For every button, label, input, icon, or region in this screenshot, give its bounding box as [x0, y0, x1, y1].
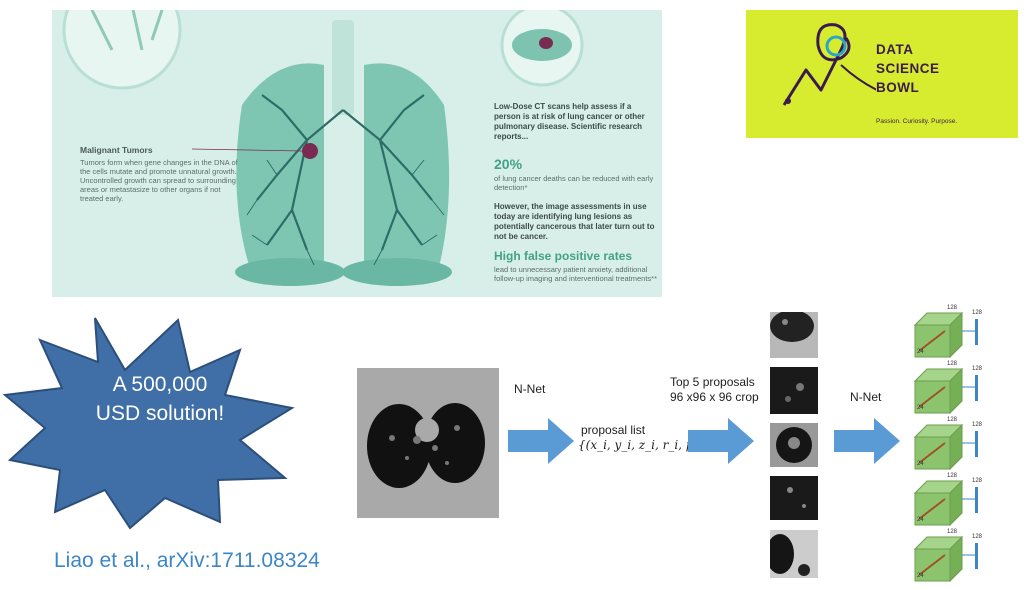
cube-icon: [913, 479, 978, 527]
stat-20-description: of lung cancer deaths can be reduced wit…: [494, 174, 654, 192]
however-text: However, the image assessments in use to…: [494, 202, 655, 241]
crop-thumbnail: [770, 367, 818, 414]
arrow-right-icon: [688, 418, 754, 464]
cube-dim-top: 128: [947, 305, 958, 311]
cube-dim-side: 24: [917, 349, 924, 355]
cube-dim-right: 128: [972, 478, 983, 484]
feature-block: 128 128 24: [905, 361, 1020, 416]
output-feature-blocks: 128 128 24 128 128 24 128 128 24: [905, 305, 1020, 585]
nnet-label-2: N-Net: [850, 390, 882, 404]
stat-20-percent: 20%: [494, 156, 523, 172]
cube-icon: [913, 311, 978, 359]
cube-dim-top: 128: [947, 473, 958, 479]
proposal-list-formula: {(x_i, y_i, z_i, r_i, p_i)}: [578, 438, 716, 452]
cube-dim-side: 24: [917, 517, 924, 523]
cube-dim-right: 128: [972, 422, 983, 428]
data-science-bowl-logo: DATA SCIENCE BOWL Passion. Curiosity. Pu…: [746, 10, 1018, 138]
starburst-line-2: USD solution!: [95, 402, 225, 425]
logo-swirl-icon: [782, 23, 876, 106]
cube-icon: [913, 535, 978, 583]
cube-dim-top: 128: [947, 417, 958, 423]
cube-dim-right: 128: [972, 310, 983, 316]
proposal-list-label: proposal list: [581, 423, 646, 437]
cube-dim-top: 128: [947, 361, 958, 367]
feature-block: 128 128 24: [905, 529, 1020, 584]
logo-text-bowl: BOWL: [876, 80, 920, 95]
feature-block: 128 128 24: [905, 473, 1020, 528]
feature-block: 128 128 24: [905, 417, 1020, 472]
false-positive-title: High false positive rates: [494, 249, 633, 263]
malignant-tumors-text: Tumors form when gene changes in the DNA…: [80, 158, 238, 203]
cube-dim-top: 128: [947, 529, 958, 535]
cube-dim-side: 24: [917, 405, 924, 411]
ct-scan-heading: Low-Dose CT scans help assess if a perso…: [494, 102, 645, 141]
logo-text-science: SCIENCE: [876, 61, 940, 76]
nnet-label-1: N-Net: [514, 382, 546, 396]
cube-dim-side: 24: [917, 461, 924, 467]
starburst-shape: [2, 317, 295, 530]
logo-tagline: Passion. Curiosity. Purpose.: [876, 118, 958, 125]
citation-text: Liao et al., arXiv:1711.08324: [54, 549, 320, 572]
feature-block: 128 128 24: [905, 305, 1020, 360]
crop-thumbnail: [770, 476, 818, 520]
crop-thumbnail: [770, 530, 818, 578]
top5-label-line2: 96 x96 x 96 crop: [670, 390, 759, 404]
top5-label-line1: Top 5 proposals: [670, 375, 755, 389]
cube-icon: [913, 367, 978, 415]
starburst-text: A 500,000 USD solution!: [60, 370, 260, 428]
crop-thumbnail: [770, 312, 818, 358]
lung-cancer-infographic: Malignant Tumors Tumors form when gene c…: [52, 10, 662, 297]
ct-lung-scan-image: [357, 368, 499, 518]
lungs-illustration: [62, 10, 584, 286]
arrow-right-icon: [508, 418, 574, 464]
false-positive-text: lead to unnecessary patient anxiety, add…: [494, 265, 658, 283]
cube-dim-right: 128: [972, 366, 983, 372]
cube-dim-side: 24: [917, 573, 924, 579]
malignant-tumors-title: Malignant Tumors: [80, 145, 153, 155]
cube-dim-right: 128: [972, 534, 983, 540]
starburst-line-1: A 500,000: [112, 373, 208, 396]
arrow-right-icon: [834, 418, 900, 464]
logo-text-data: DATA: [876, 42, 914, 57]
crop-thumbnail: [770, 423, 818, 467]
cube-icon: [913, 423, 978, 471]
